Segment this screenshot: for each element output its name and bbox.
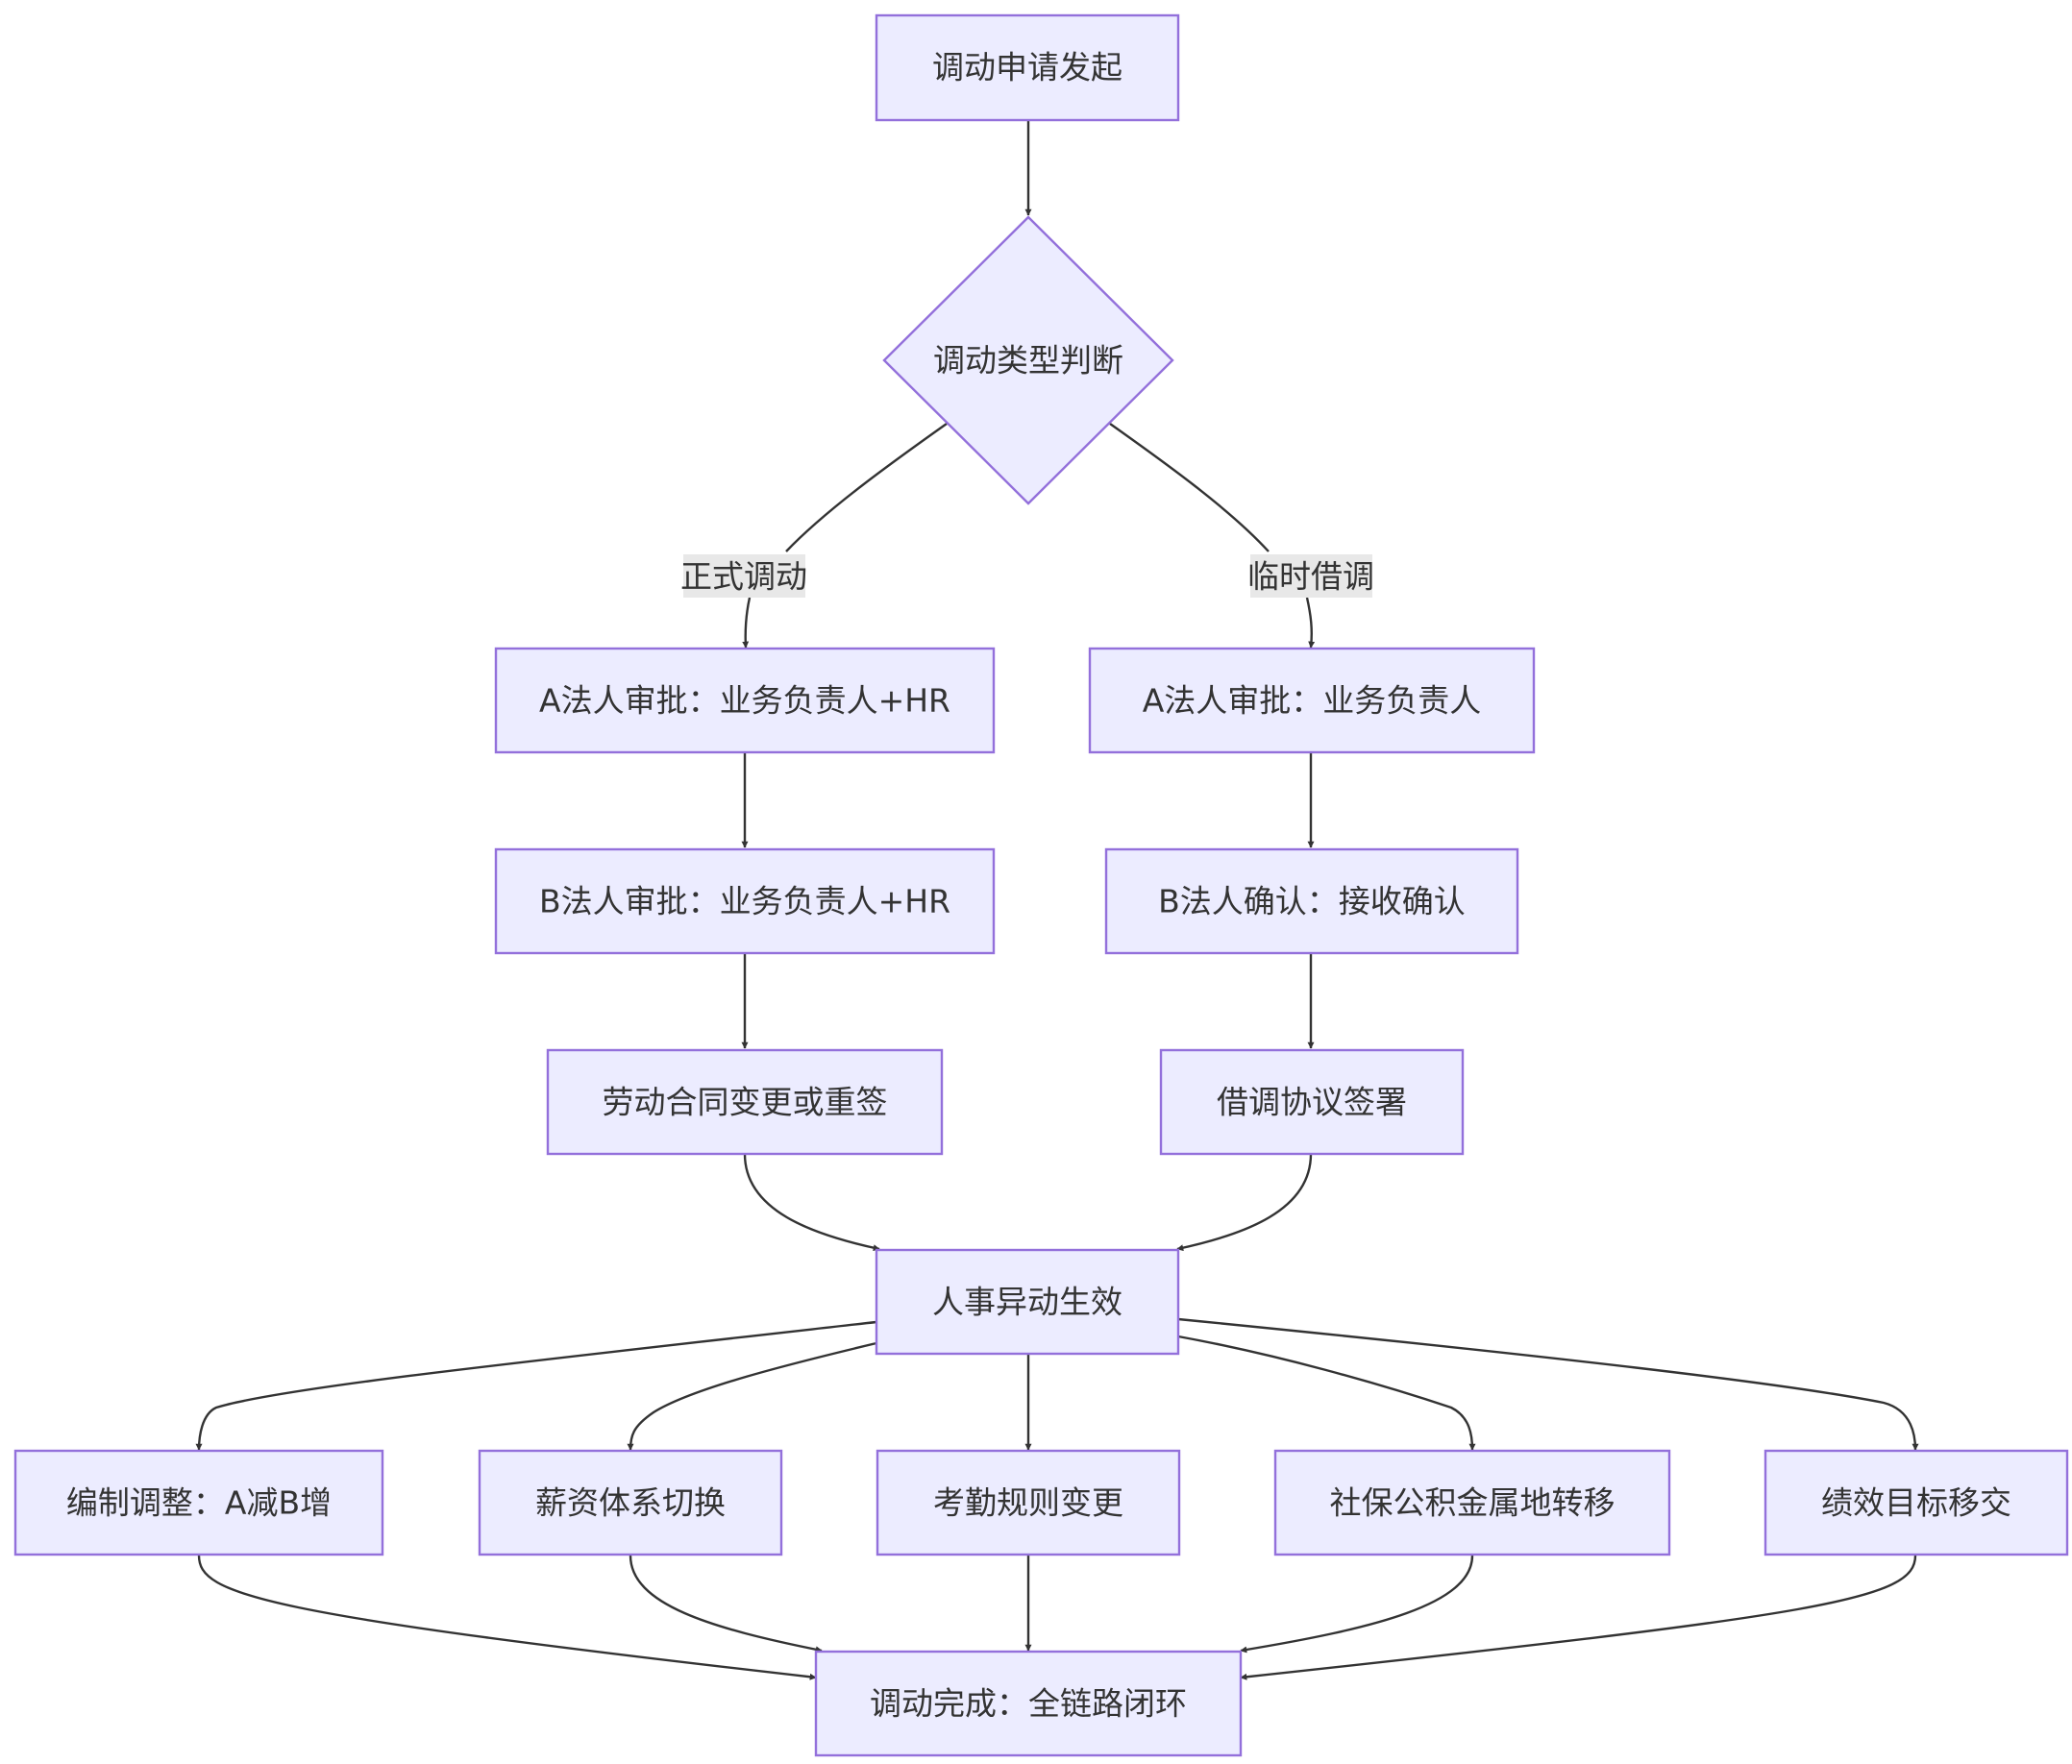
node-a-approval-temp[interactable]: A法人审批：业务负责人 — [1088, 647, 1536, 754]
node-b-confirm-temp-label: B法人确认：接收确认 — [1158, 883, 1466, 920]
node-b-confirm-temp[interactable]: B法人确认：接收确认 — [1104, 847, 1519, 955]
node-social-security[interactable]: 社保公积金属地转移 — [1273, 1449, 1671, 1556]
node-effective-label: 人事异动生效 — [932, 1284, 1122, 1321]
node-complete-label: 调动完成：全链路闭环 — [870, 1685, 1187, 1723]
node-b-approval-formal[interactable]: B法人审批：业务负责人+HR — [494, 847, 996, 955]
edge-performance-to-complete — [1240, 1555, 1917, 1680]
node-a-approval-temp-label: A法人审批：业务负责人 — [1143, 682, 1482, 720]
node-b-approval-formal-label: B法人审批：业务负责人+HR — [539, 883, 950, 920]
node-payroll-label: 薪资体系切换 — [535, 1484, 726, 1522]
node-headcount-label: 编制调整：A减B增 — [66, 1484, 332, 1522]
node-contract[interactable]: 劳动合同变更或重签 — [546, 1048, 944, 1156]
edge-effective-to-headcount — [195, 1320, 877, 1451]
edge-payroll-to-complete — [629, 1555, 823, 1654]
node-start-label: 调动申请发起 — [932, 49, 1122, 86]
edge-social-security-to-complete — [1240, 1555, 1474, 1654]
node-start[interactable]: 调动申请发起 — [875, 13, 1180, 122]
node-payroll[interactable]: 薪资体系切换 — [478, 1449, 783, 1556]
node-secondment-agreement-label: 借调协议签署 — [1217, 1084, 1407, 1121]
edge-headcount-to-complete — [197, 1555, 817, 1680]
node-performance[interactable]: 绩效目标移交 — [1764, 1449, 2069, 1556]
node-decision[interactable]: 调动类型判断 — [882, 215, 1174, 505]
edge-effective-to-social-security — [1177, 1335, 1476, 1451]
node-social-security-label: 社保公积金属地转移 — [1330, 1484, 1616, 1522]
edge-contract-to-effective — [743, 1153, 880, 1252]
node-performance-label: 绩效目标移交 — [1821, 1484, 2011, 1522]
edge-label-formal: 正式调动 — [680, 554, 807, 598]
node-attendance-label: 考勤规则变更 — [933, 1484, 1123, 1522]
edge-effective-to-performance — [1177, 1317, 1919, 1451]
node-decision-label: 调动类型判断 — [933, 342, 1123, 380]
node-contract-label: 劳动合同变更或重签 — [603, 1084, 888, 1121]
edge-agreement-to-effective — [1176, 1153, 1313, 1252]
edge-label-temporary: 临时借调 — [1247, 554, 1374, 598]
node-effective[interactable]: 人事异动生效 — [875, 1248, 1180, 1356]
node-a-approval-formal-label: A法人审批：业务负责人+HR — [539, 682, 950, 720]
edge-formal-label-to-a-approval — [742, 597, 752, 649]
edge-temp-label-to-a-approval — [1305, 597, 1316, 649]
edge-label-temporary-text: 临时借调 — [1247, 558, 1374, 596]
edge-label-formal-text: 正式调动 — [680, 558, 807, 596]
node-attendance[interactable]: 考勤规则变更 — [876, 1449, 1181, 1556]
node-complete[interactable]: 调动完成：全链路闭环 — [814, 1650, 1243, 1757]
edge-effective-to-payroll — [627, 1341, 877, 1451]
edge-decision-to-temp-label — [1109, 423, 1270, 552]
node-a-approval-formal[interactable]: A法人审批：业务负责人+HR — [494, 647, 996, 754]
node-secondment-agreement[interactable]: 借调协议签署 — [1159, 1048, 1465, 1156]
node-headcount[interactable]: 编制调整：A减B增 — [13, 1449, 384, 1556]
edge-decision-to-formal-label — [785, 423, 948, 552]
edges — [195, 121, 1919, 1680]
